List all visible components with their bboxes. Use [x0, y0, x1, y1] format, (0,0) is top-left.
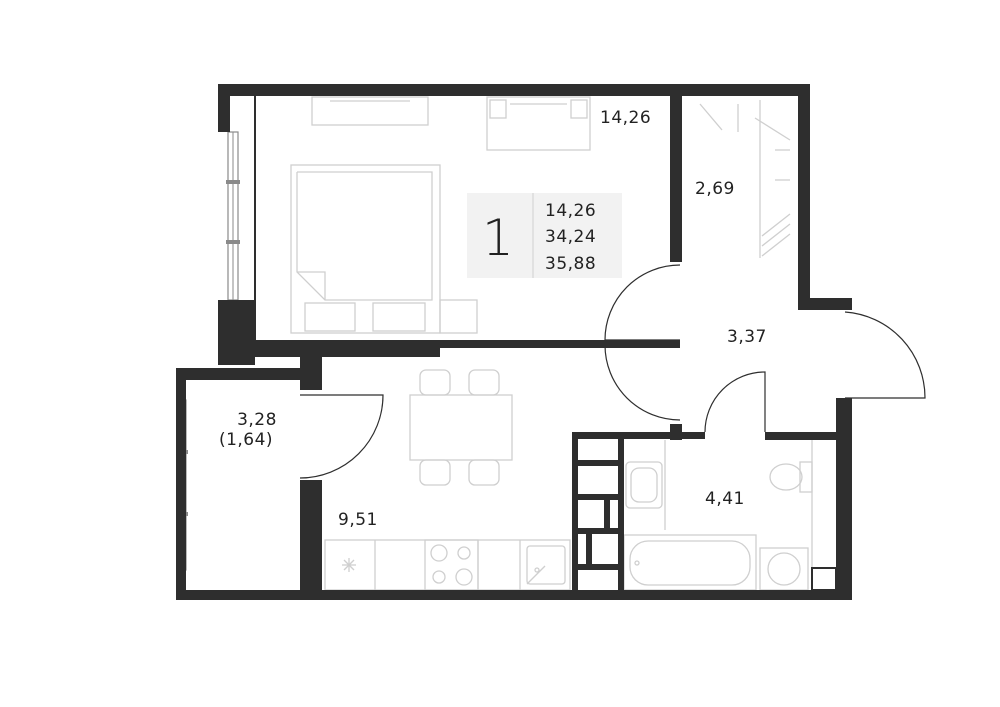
living-area: 14,26 [545, 201, 596, 221]
washbasin [625, 461, 663, 509]
bathroom-area-label: 4,41 [705, 489, 745, 509]
bedroom-area-label: 14,26 [600, 108, 651, 128]
hall-area-label: 3,37 [727, 327, 767, 347]
bedroom-furniture [290, 96, 591, 334]
room-labels: 14,26 2,69 3,37 3,28 (1,64) 9,51 4,41 [219, 108, 767, 530]
chair [468, 369, 500, 396]
wardrobe-shelving [699, 100, 791, 258]
balcony-reduced-area-label: (1,64) [219, 430, 273, 450]
pillow-right [372, 302, 426, 332]
shaft [811, 567, 837, 591]
bathroom-furniture [623, 440, 837, 591]
pillow-left [304, 302, 356, 332]
total-area-with-balcony: 35,88 [545, 254, 596, 274]
bathroom-door [704, 371, 766, 433]
cooktop [424, 539, 479, 591]
summary-background [467, 193, 622, 278]
chair [468, 459, 500, 486]
nightstand [439, 299, 478, 334]
kitchen-counter [324, 539, 571, 591]
kitchen-furniture [324, 369, 571, 591]
walls [176, 84, 852, 600]
shelving-unit [572, 432, 624, 590]
wardrobe-area-label: 2,69 [695, 179, 735, 199]
total-area: 34,24 [545, 227, 596, 247]
bed [290, 164, 441, 334]
chair [419, 459, 451, 486]
kitchen-area-label: 9,51 [338, 510, 378, 530]
balcony-area-label: 3,28 [237, 410, 277, 430]
summary-labels: 1 14,26 34,24 35,88 [482, 201, 596, 274]
kitchen-door [604, 344, 681, 421]
bedroom-window [226, 131, 240, 301]
kitchen-sink [526, 545, 566, 585]
chair [419, 369, 451, 396]
balcony-door [299, 394, 384, 479]
fridge-snowflake-icon [342, 558, 356, 572]
washing-machine [759, 547, 809, 591]
desk [486, 96, 591, 151]
bedroom-door [604, 264, 681, 341]
summary-box [467, 193, 622, 278]
dining-table [409, 369, 513, 486]
room-count: 1 [482, 209, 514, 267]
bathtub [623, 534, 757, 591]
tv-unit [311, 96, 429, 126]
doors [299, 264, 926, 479]
entrance-door [844, 311, 926, 399]
toilet [769, 461, 813, 493]
